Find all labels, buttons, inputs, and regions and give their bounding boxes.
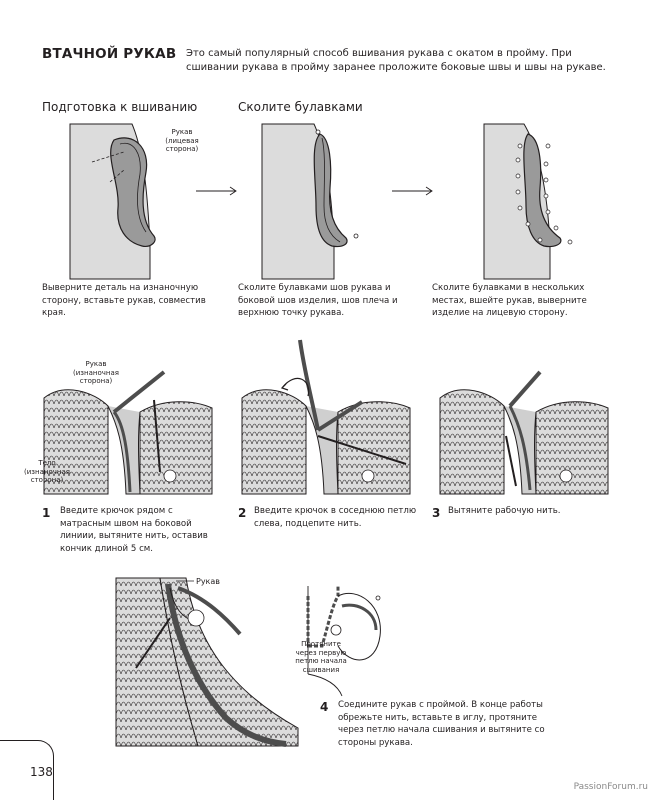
label-sleeve-right-side: Рукав (лицевая сторона)	[165, 128, 199, 153]
label-sleeve-wrong-side: Рукав (изнаночная сторона)	[73, 360, 119, 385]
step-number-1: 1	[42, 506, 51, 520]
step-text-2: Введите крючок в соседнюю петлю слева, п…	[254, 506, 417, 529]
page-title: ВТАЧНОЙ РУКАВ	[42, 46, 177, 62]
step-number-3: 3	[432, 506, 441, 520]
label-sleeve: Рукав	[196, 577, 221, 586]
figure-sewn-sleeve	[483, 123, 573, 280]
step-text-3: Вытяните рабочую нить.	[448, 506, 561, 516]
heading-preparation: Подготовка к вшиванию	[42, 100, 198, 114]
step-number-4: 4	[320, 700, 329, 714]
figure-pinned-sleeve	[261, 123, 359, 280]
figure-step-1	[43, 370, 213, 495]
step-text-1: Введите крючок рядом с матрасным швом на…	[60, 506, 208, 554]
arrow-right-icon	[392, 186, 433, 196]
step-text-4: Соедините рукав с проймой. В конце работ…	[338, 700, 545, 748]
caption-prepare: Выверните деталь на изнаночную сторону, …	[42, 283, 206, 319]
step-number-2: 2	[238, 506, 247, 520]
heading-pinning: Сколите булавками	[238, 100, 363, 114]
figure-step-3	[439, 370, 609, 495]
label-pull-through-loop: Протяните через первую петлю начала сшив…	[295, 640, 347, 674]
watermark: PassionForum.ru	[573, 782, 648, 792]
page-number-frame	[0, 740, 54, 800]
arrow-right-icon	[196, 186, 237, 196]
figure-step-2	[241, 339, 411, 495]
label-body-wrong-side: Тело (изнаночная сторона)	[24, 459, 70, 484]
caption-pin: Сколите булавками шов рукава и боковой ш…	[238, 283, 398, 319]
caption-sew: Сколите булавками в нескольких местах, в…	[432, 283, 587, 319]
intro-paragraph: Это самый популярный способ вшивания рук…	[186, 48, 606, 73]
figure-step-4	[115, 577, 299, 747]
figure-step-4-detail	[306, 586, 381, 697]
figure-prepare-sleeve	[69, 123, 156, 280]
page-number: 138	[30, 765, 53, 779]
